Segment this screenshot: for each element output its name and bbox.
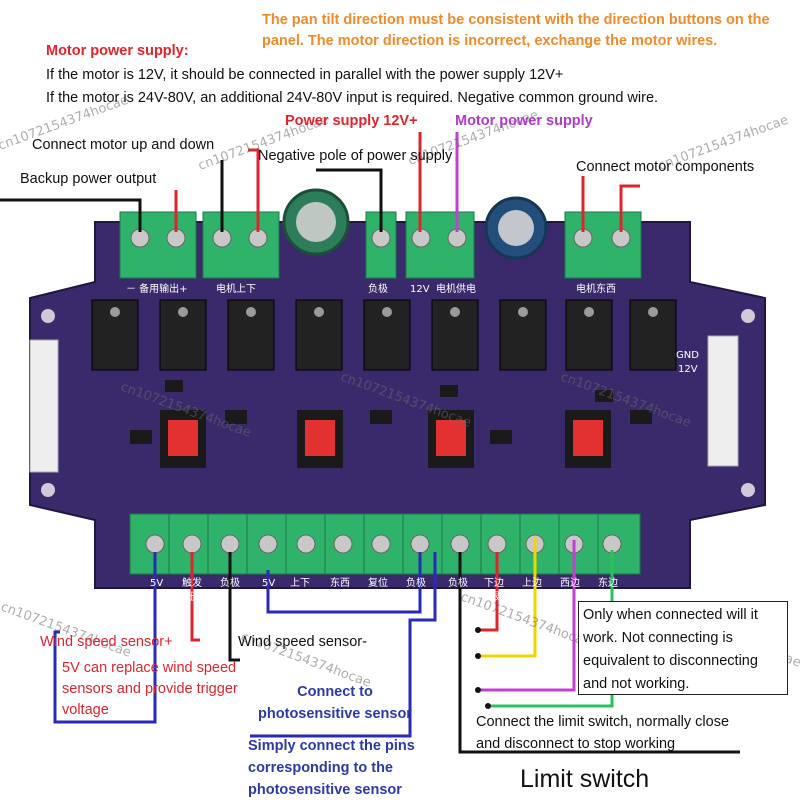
top-terminals [119,211,642,279]
wind-speed-minus-label: Wind speed sensor- [238,634,367,650]
silk-12v: 12V [410,284,430,295]
bottom-terminals [129,513,641,575]
power-supply-12v-label: Power supply 12V+ [285,113,418,129]
silk-eastwest: 东西 [330,576,350,589]
board-silkscreen: － 备用输出+ 电机上下 负极 12V 电机供电 电机东西 GND 12V 5V… [126,282,699,603]
motor-power-supply-label: Motor power supply [455,113,593,129]
silk-trigger: 触发 [182,576,202,589]
motor-12v-note: If the motor is 12V, it should be connec… [46,67,564,83]
silk-voltage-trigger: 电压触发器 [176,590,226,603]
small-ics [130,380,652,444]
silk-neg-pole: 负极 [220,576,240,589]
svg-text:cn1072154374hocae: cn1072154374hocae [0,600,133,661]
left-connector [29,339,59,473]
silk-down: 下边 [484,577,504,589]
motor-power-title: Motor power supply: [46,43,189,59]
silk-west: 西边 [560,577,580,589]
limit-switch-note: Connect the limit switch, normally close… [476,714,730,752]
silk-gnd: GND [676,350,699,361]
backup-power-output-label: Backup power output [20,171,157,187]
direction-buttons [160,410,611,468]
silk-neg2: 负极 [406,576,426,589]
mount-hole [741,309,755,323]
silk-updown: 上下 [290,577,310,589]
negative-pole-label: Negative pole of power supply [258,148,453,164]
silk-neg3: 负极 [448,576,468,589]
mount-hole [41,309,55,323]
silk-backup-output: － 备用输出+ [126,282,188,295]
direction-note: The pan tilt direction must be consisten… [262,12,770,49]
only-when-connected-text: Only when connected will it work. Not co… [583,607,758,692]
silk-motor-ew: 电机东西 [576,282,616,295]
limit-switch-title: Limit switch [520,765,650,793]
silk-reset: 复位 [368,576,388,589]
silk-motor-updown: 电机上下 [216,282,256,295]
photo-pins-label: Simply connect the pins corresponding to… [248,738,415,798]
silk-sensor: 光敏传感器 [318,590,368,603]
silk-gnd-12v: 12V [678,364,698,375]
silk-b5v: 5V [262,578,275,589]
silk-neg: 负极 [368,282,388,295]
mosfet-row [91,299,677,371]
connect-motor-components-label: Connect motor components [576,159,755,175]
motor-24v-note: If the motor is 24V-80V, an additional 2… [46,90,659,106]
connection-note-box: Only when connected will it work. Not co… [578,601,788,695]
mount-hole [741,483,755,497]
silk-5v: 5V [150,578,163,589]
right-connector [707,335,739,467]
mount-hole [41,483,55,497]
silk-limit-switch: 限位开关 [490,590,530,603]
connect-motor-updown-label: Connect motor up and down [32,137,215,153]
silk-up2: 上边 [522,577,542,589]
silk-east: 东边 [598,576,618,589]
wind-speed-plus-label: Wind speed sensor+ [40,634,173,650]
silk-motor-supply: 电机供电 [436,282,476,295]
connect-photosensitive-label: Connect to photosensitive sensor [258,684,412,722]
five-v-replace-label: 5V can replace wind speed sensors and pr… [62,660,238,718]
